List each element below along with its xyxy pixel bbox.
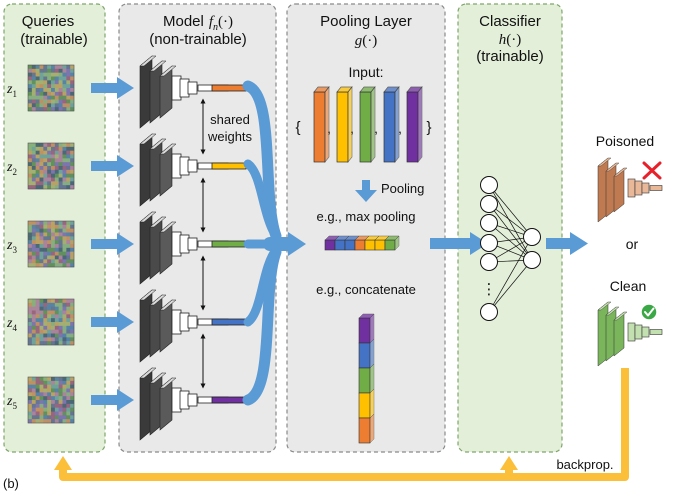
concat-segment-4 (358, 392, 371, 419)
poisoned-model-icon (597, 157, 663, 223)
example-max-pooling: e.g., max pooling (316, 209, 415, 224)
pooling-to-classifier-arrow (430, 232, 488, 255)
merge-arrow-head (288, 232, 306, 256)
merge-flow (242, 80, 297, 406)
max-pool-segment-4 (354, 239, 366, 251)
query-image-3 (27, 220, 75, 268)
classifier-panel (457, 3, 563, 453)
model-stack-2 (139, 133, 247, 207)
pooling-input-label: Input: (348, 64, 383, 80)
check-icon (640, 303, 658, 321)
backprop-arrow-classifier (500, 456, 518, 470)
output-neuron-1 (523, 228, 541, 246)
query-image-4 (27, 298, 75, 346)
concat-vector (358, 313, 375, 444)
concat-segment-3 (358, 367, 371, 394)
feature-vector-3 (211, 240, 247, 248)
concat-segment-5 (358, 417, 371, 444)
query-var-3: z3 (6, 238, 17, 255)
query-arrow-5 (91, 389, 134, 411)
vector-separator-1: , (327, 121, 331, 136)
feature-vector-1 (211, 84, 247, 92)
max-pool-segment-5 (364, 239, 376, 251)
classifier-ellipsis: ⋮ (482, 281, 497, 298)
max-pool-segment-1 (324, 239, 336, 251)
input-vector-2 (336, 86, 353, 163)
max-pool-segment-6 (374, 239, 386, 251)
vector-separator-3: , (374, 121, 378, 136)
query-arrow-4 (91, 311, 134, 333)
query-var-5: z5 (6, 394, 17, 411)
query-var-4: z4 (6, 316, 17, 333)
brace-close: } (426, 119, 431, 136)
classifier-subtitle: (trainable) (476, 48, 544, 65)
feature-vector-2 (211, 162, 247, 170)
vector-separator-2: , (350, 121, 354, 136)
example-concatenate: e.g., concatenate (316, 282, 416, 297)
max-pool-segment-2 (334, 239, 346, 251)
cross-icon (642, 161, 662, 180)
query-image-5 (27, 376, 75, 424)
query-image-2 (27, 142, 75, 190)
query-var-2: z2 (6, 160, 17, 177)
input-neuron-4 (480, 234, 498, 252)
max-pool-segment-3 (344, 239, 356, 251)
input-neuron-5 (480, 253, 498, 271)
backprop-arrow-queries (54, 456, 72, 470)
input-neuron-1 (480, 176, 498, 194)
backprop-label: backprop. (556, 457, 613, 472)
poisoned-label: Poisoned (596, 133, 654, 149)
shared-weights-label-1: shared (210, 112, 250, 127)
concat-segment-2 (358, 342, 371, 369)
queries-title: Queries (22, 13, 75, 30)
clean-label: Clean (610, 278, 647, 294)
brace-open: { (295, 119, 300, 136)
pooling-op-label: Pooling (381, 181, 424, 196)
query-arrow-2 (91, 155, 134, 177)
model-stack-3 (139, 211, 247, 285)
query-arrow-3 (91, 233, 134, 255)
pooling-input-vectors: ,,,, (313, 86, 423, 163)
max-pool-vector (324, 235, 400, 251)
model-stack-1 (139, 55, 247, 129)
classifier-to-output-arrow (546, 232, 588, 255)
vector-separator-4: , (398, 121, 402, 136)
query-var-1: z1 (6, 82, 17, 99)
input-neuron-2 (480, 195, 498, 213)
concat-segment-1 (358, 317, 371, 344)
pooling-func: g(·) (355, 33, 378, 49)
query-to-model-arrows (91, 77, 134, 411)
input-vector-3 (359, 86, 376, 163)
classifier-network (480, 176, 541, 321)
input-neuron-3 (480, 214, 498, 232)
model-stack-5 (139, 367, 247, 441)
max-pool-segment-7 (384, 239, 396, 251)
or-label: or (626, 236, 639, 252)
feature-vector-5 (211, 396, 247, 404)
pooling-title: Pooling Layer (320, 13, 412, 30)
input-vector-1 (313, 86, 330, 163)
queries-subtitle: (trainable) (20, 31, 88, 48)
model-stack-4 (139, 289, 247, 363)
input-vector-5 (406, 86, 423, 163)
clean-model-icon (597, 301, 663, 367)
input-neuron-6 (480, 303, 498, 321)
query-arrow-1 (91, 77, 134, 99)
model-stacks (139, 55, 247, 441)
figure-label: (b) (3, 476, 19, 491)
shared-weights-label-2: weights (207, 129, 253, 144)
feature-vector-4 (211, 318, 247, 326)
classifier-func: h(·) (499, 32, 522, 48)
pooling-arrow (355, 180, 377, 202)
output-neuron-2 (523, 251, 541, 269)
input-vector-4 (383, 86, 400, 163)
query-image-1 (27, 64, 75, 112)
classifier-title: Classifier (479, 13, 541, 30)
query-images: z1 z2 z3 z4 z5 (6, 64, 75, 424)
model-subtitle: (non-trainable) (149, 31, 247, 48)
